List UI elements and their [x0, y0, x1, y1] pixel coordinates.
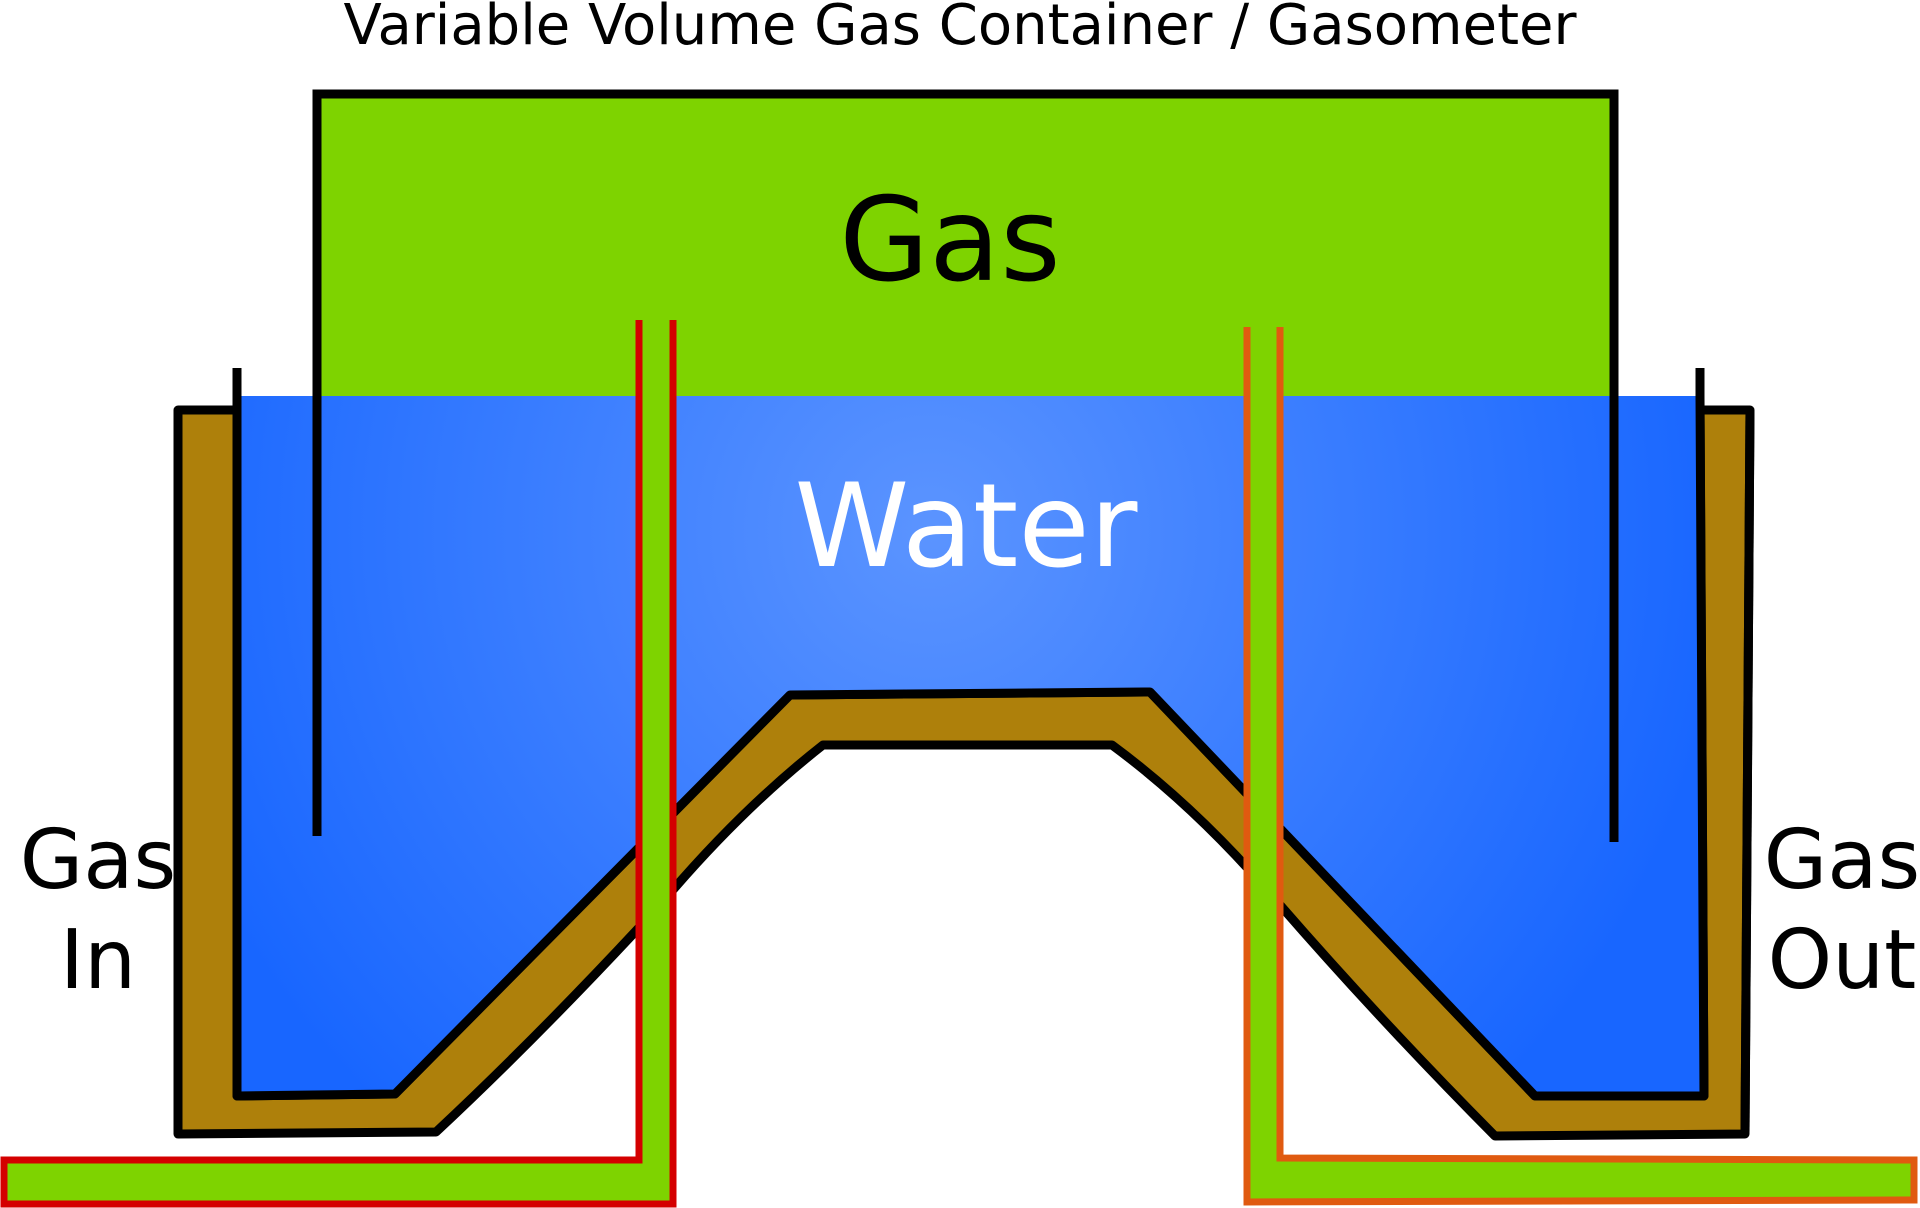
tank-wall-outline: [173, 405, 1755, 1141]
water-label: Water: [795, 459, 1138, 594]
inlet-pipe-outline: [0, 320, 677, 1208]
gas-label: Gas: [839, 173, 1060, 308]
gas-bell-outline: [312, 89, 1619, 842]
gas-in-label-line1: Gas: [20, 813, 177, 908]
gas-out-label-line2: Out: [1768, 913, 1917, 1008]
outer-right-rim: [1740, 409, 1755, 1135]
water-basin-outline: [232, 395, 1709, 1101]
water-body: [237, 396, 1704, 1096]
diagram-title: Variable Volume Gas Container / Gasomete…: [343, 0, 1577, 58]
gas-out-label-line1: Gas: [1764, 813, 1920, 908]
outlet-pipe-outline: [1243, 327, 1918, 1206]
gas-in-label-line2: In: [60, 913, 136, 1008]
gas-region: [317, 94, 1614, 396]
